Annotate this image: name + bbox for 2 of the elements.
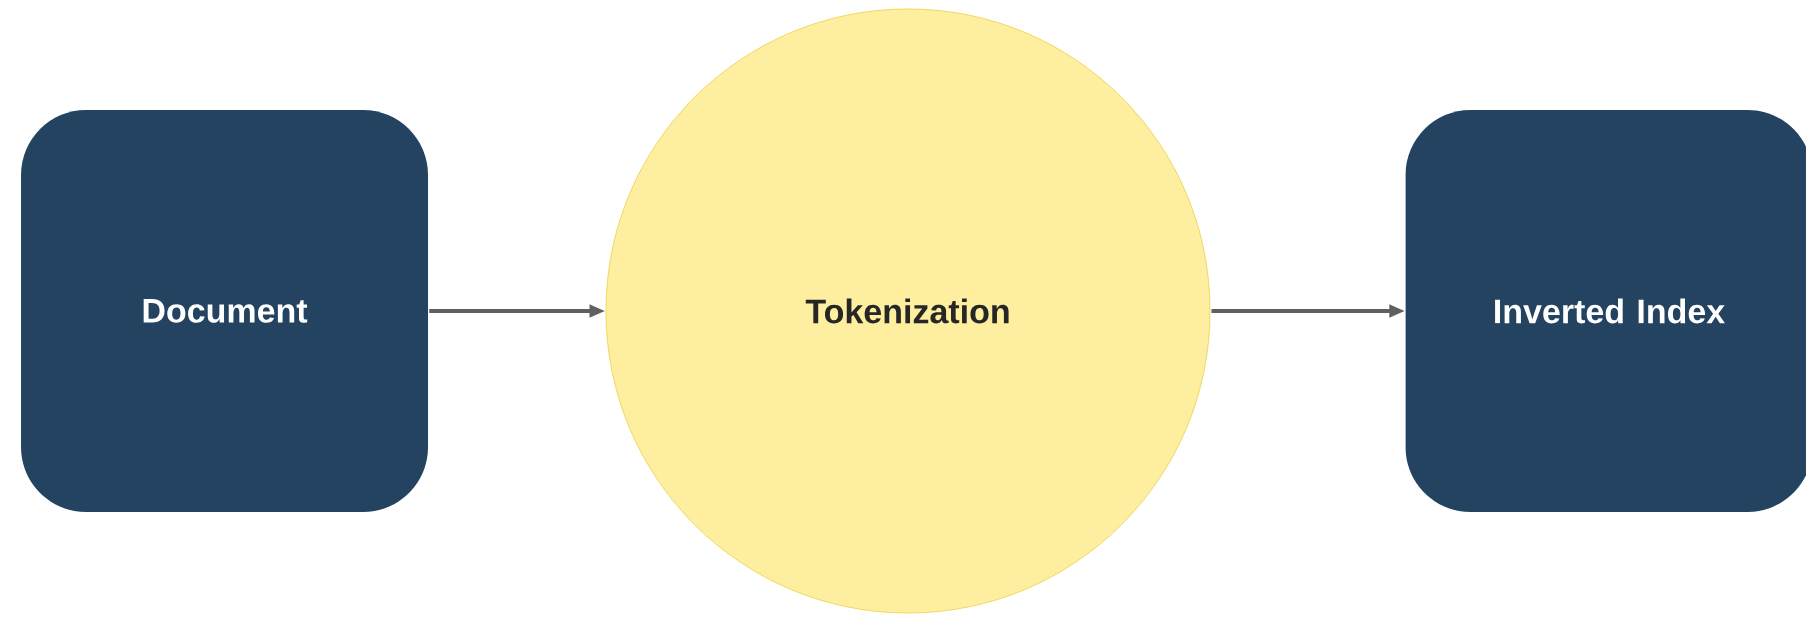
process-box: Document [21,110,428,512]
process-box: Inverted Index [1405,110,1806,512]
